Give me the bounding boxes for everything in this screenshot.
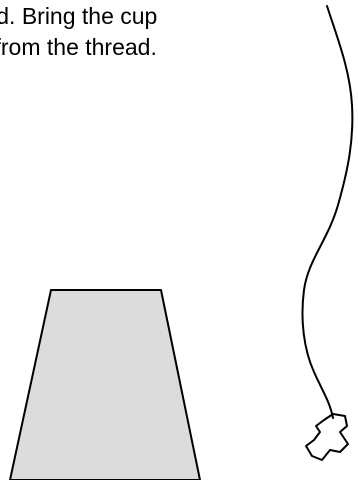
cup-shape [10,290,200,480]
thread-knot [306,414,348,460]
thread-line [302,6,352,418]
